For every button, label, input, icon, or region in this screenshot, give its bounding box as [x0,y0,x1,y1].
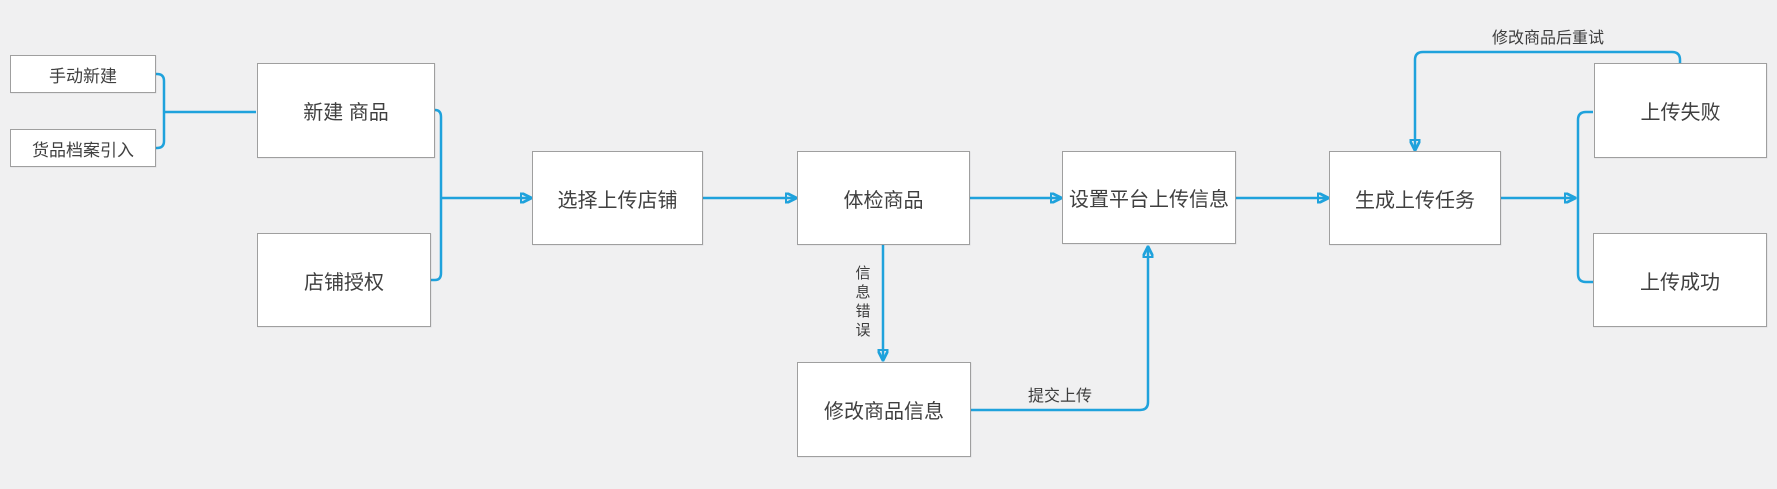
node-shop-authorization: 店铺授权 [257,233,431,327]
node-select-upload-shop-label: 选择上传店铺 [557,189,678,212]
node-create-product: 新建 商品 [257,63,435,158]
node-upload-failed-label: 上传失败 [1640,102,1721,124]
edge-label-retry-after-modify: 修改商品后重试 [1491,30,1604,47]
node-shop-authorization-label: 店铺授权 [304,271,384,294]
connector-results-bracket [1576,110,1593,284]
node-goods-archive-import: 货品档案引入 [10,129,156,167]
node-create-product-label: 新建 商品 [303,102,389,124]
node-inspect-product-label: 体检商品 [843,189,924,212]
node-modify-product-info: 修改商品信息 [797,362,971,457]
node-manual-create-label: 手动新建 [49,66,117,86]
edge-label-submit-upload: 提交上传 [1027,388,1092,405]
node-manual-create: 手动新建 [10,55,156,93]
node-modify-product-info-label: 修改商品信息 [824,401,944,423]
node-set-platform-upload-info-label: 设置平台上传信息 [1069,189,1229,211]
node-generate-upload-task: 生成上传任务 [1329,151,1501,245]
node-goods-archive-import-label: 货品档案引入 [32,140,134,160]
node-select-upload-shop: 选择上传店铺 [532,151,703,245]
node-generate-upload-task-label: 生成上传任务 [1355,189,1475,212]
node-inspect-product: 体检商品 [797,151,970,245]
node-upload-failed: 上传失败 [1594,63,1767,158]
edge-label-info-error: 信息错误 [855,265,871,339]
node-upload-success-label: 上传成功 [1640,271,1720,294]
connector-sources-bracket [156,72,166,150]
node-upload-success: 上传成功 [1593,233,1767,327]
node-set-platform-upload-info: 设置平台上传信息 [1062,151,1236,244]
